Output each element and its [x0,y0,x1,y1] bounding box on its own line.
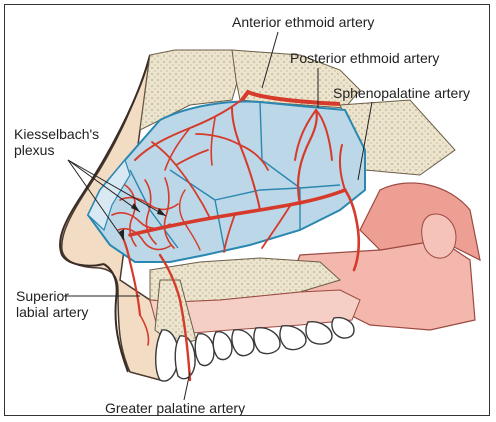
anterior-ethmoid-artery-label: Anterior ethmoid artery [232,14,374,30]
greater-palatine-artery-label: Greater palatine artery [105,400,245,416]
superior-labial-label-line-1: Superior [16,288,88,304]
kiesselbach-label-line-2: plexus [14,142,99,158]
kiesselbach-label-line-1: Kiesselbach's [14,126,99,142]
posterior-ethmoid-artery-label: Posterior ethmoid artery [290,50,439,66]
superior-labial-artery-label: Superior labial artery [16,288,88,320]
superior-labial-label-line-2: labial artery [16,304,88,320]
kiesselbach-plexus-label: Kiesselbach's plexus [14,126,99,158]
sphenopalatine-artery-label: Sphenopalatine artery [333,85,470,101]
